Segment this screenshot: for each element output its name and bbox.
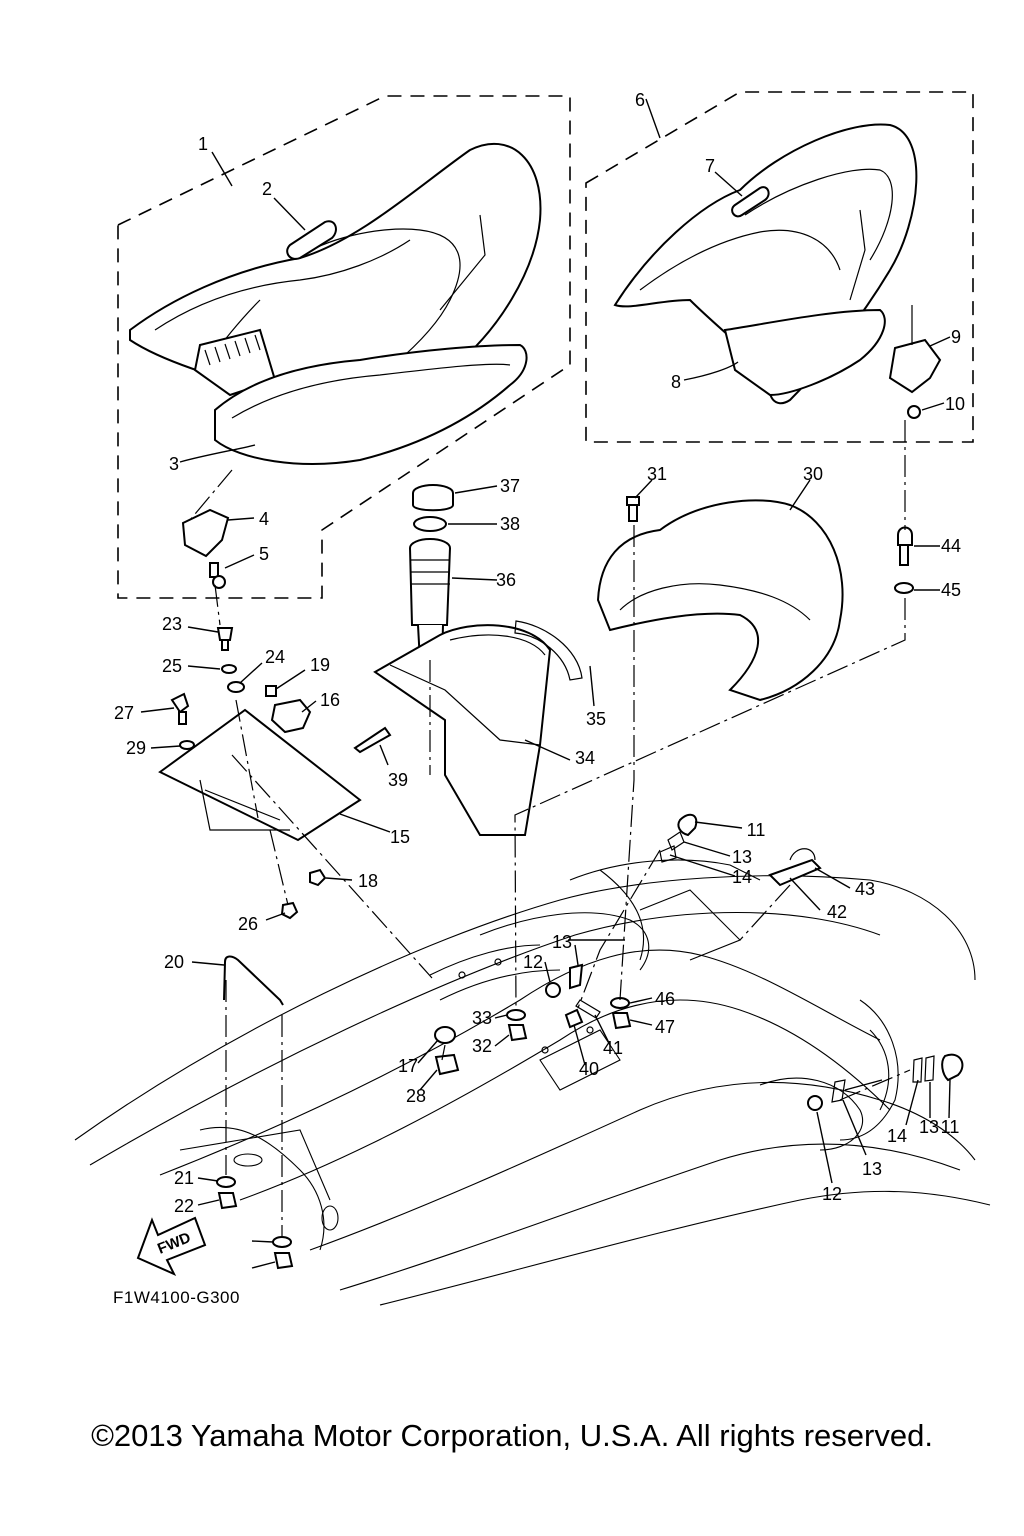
assembly-lines	[189, 420, 911, 1236]
hull-deck	[74, 859, 991, 1306]
callout-24: 24	[265, 647, 285, 667]
callout-20: 20	[164, 952, 184, 972]
callout-12: 12	[523, 952, 543, 972]
callout-37: 37	[500, 476, 520, 496]
callout-6: 6	[635, 90, 645, 110]
front-seat	[129, 142, 542, 465]
callout-44: 44	[941, 536, 961, 556]
fwd-arrow: FWD	[136, 1216, 207, 1277]
callout-22: 22	[174, 1196, 194, 1216]
callout-34: 34	[575, 748, 595, 768]
callout-32: 32	[472, 1036, 492, 1056]
callout-25: 25	[162, 656, 182, 676]
callout-10: 10	[945, 394, 965, 414]
callout-4: 4	[259, 509, 269, 529]
callout-12: 12	[822, 1184, 842, 1204]
callout-23: 23	[162, 614, 182, 634]
callout-46: 46	[655, 989, 675, 1009]
callout-14: 14	[887, 1126, 907, 1146]
rear-seat	[613, 123, 942, 405]
callout-27: 27	[114, 703, 134, 723]
callout-28: 28	[406, 1086, 426, 1106]
leader-lines	[140, 98, 951, 1269]
callout-19: 19	[310, 655, 330, 675]
callout-35: 35	[586, 709, 606, 729]
callout-1: 1	[198, 134, 208, 154]
callout-3: 3	[169, 454, 179, 474]
callout-31: 31	[647, 464, 667, 484]
callout-30: 30	[803, 464, 823, 484]
group-box-seat-rear	[585, 91, 974, 443]
callout-13: 13	[552, 932, 572, 952]
hardware-parts	[158, 405, 964, 1270]
callout-17: 17	[398, 1056, 418, 1076]
callout-36: 36	[496, 570, 516, 590]
callout-13: 13	[732, 847, 752, 867]
callout-16: 16	[320, 690, 340, 710]
callout-18: 18	[358, 871, 378, 891]
callout-14: 14	[732, 867, 752, 887]
callout-13: 13	[919, 1117, 939, 1137]
group-box-seat-front	[117, 95, 571, 599]
callout-47: 47	[655, 1017, 675, 1037]
callout-43: 43	[855, 879, 875, 899]
callout-7: 7	[705, 156, 715, 176]
callout-41: 41	[603, 1038, 623, 1058]
callout-33: 33	[472, 1008, 492, 1028]
callout-labels: 1234567891011121314151617181920212223242…	[114, 90, 965, 1216]
parts-diagram: FWD	[74, 90, 991, 1306]
callout-13: 13	[862, 1159, 882, 1179]
figure-code: F1W4100-G300	[113, 1288, 240, 1307]
callout-26: 26	[238, 914, 258, 934]
callout-2: 2	[262, 179, 272, 199]
callout-11: 11	[941, 1117, 960, 1137]
callout-21: 21	[174, 1168, 194, 1188]
callout-29: 29	[126, 738, 146, 758]
callout-45: 45	[941, 580, 961, 600]
callout-11: 11	[747, 820, 766, 840]
callout-9: 9	[951, 327, 961, 347]
callout-40: 40	[579, 1059, 599, 1079]
callout-38: 38	[500, 514, 520, 534]
callout-8: 8	[671, 372, 681, 392]
callout-5: 5	[259, 544, 269, 564]
callout-42: 42	[827, 902, 847, 922]
copyright-notice: ©2013 Yamaha Motor Corporation, U.S.A. A…	[91, 1418, 933, 1453]
callout-15: 15	[390, 827, 410, 847]
callout-39: 39	[388, 770, 408, 790]
